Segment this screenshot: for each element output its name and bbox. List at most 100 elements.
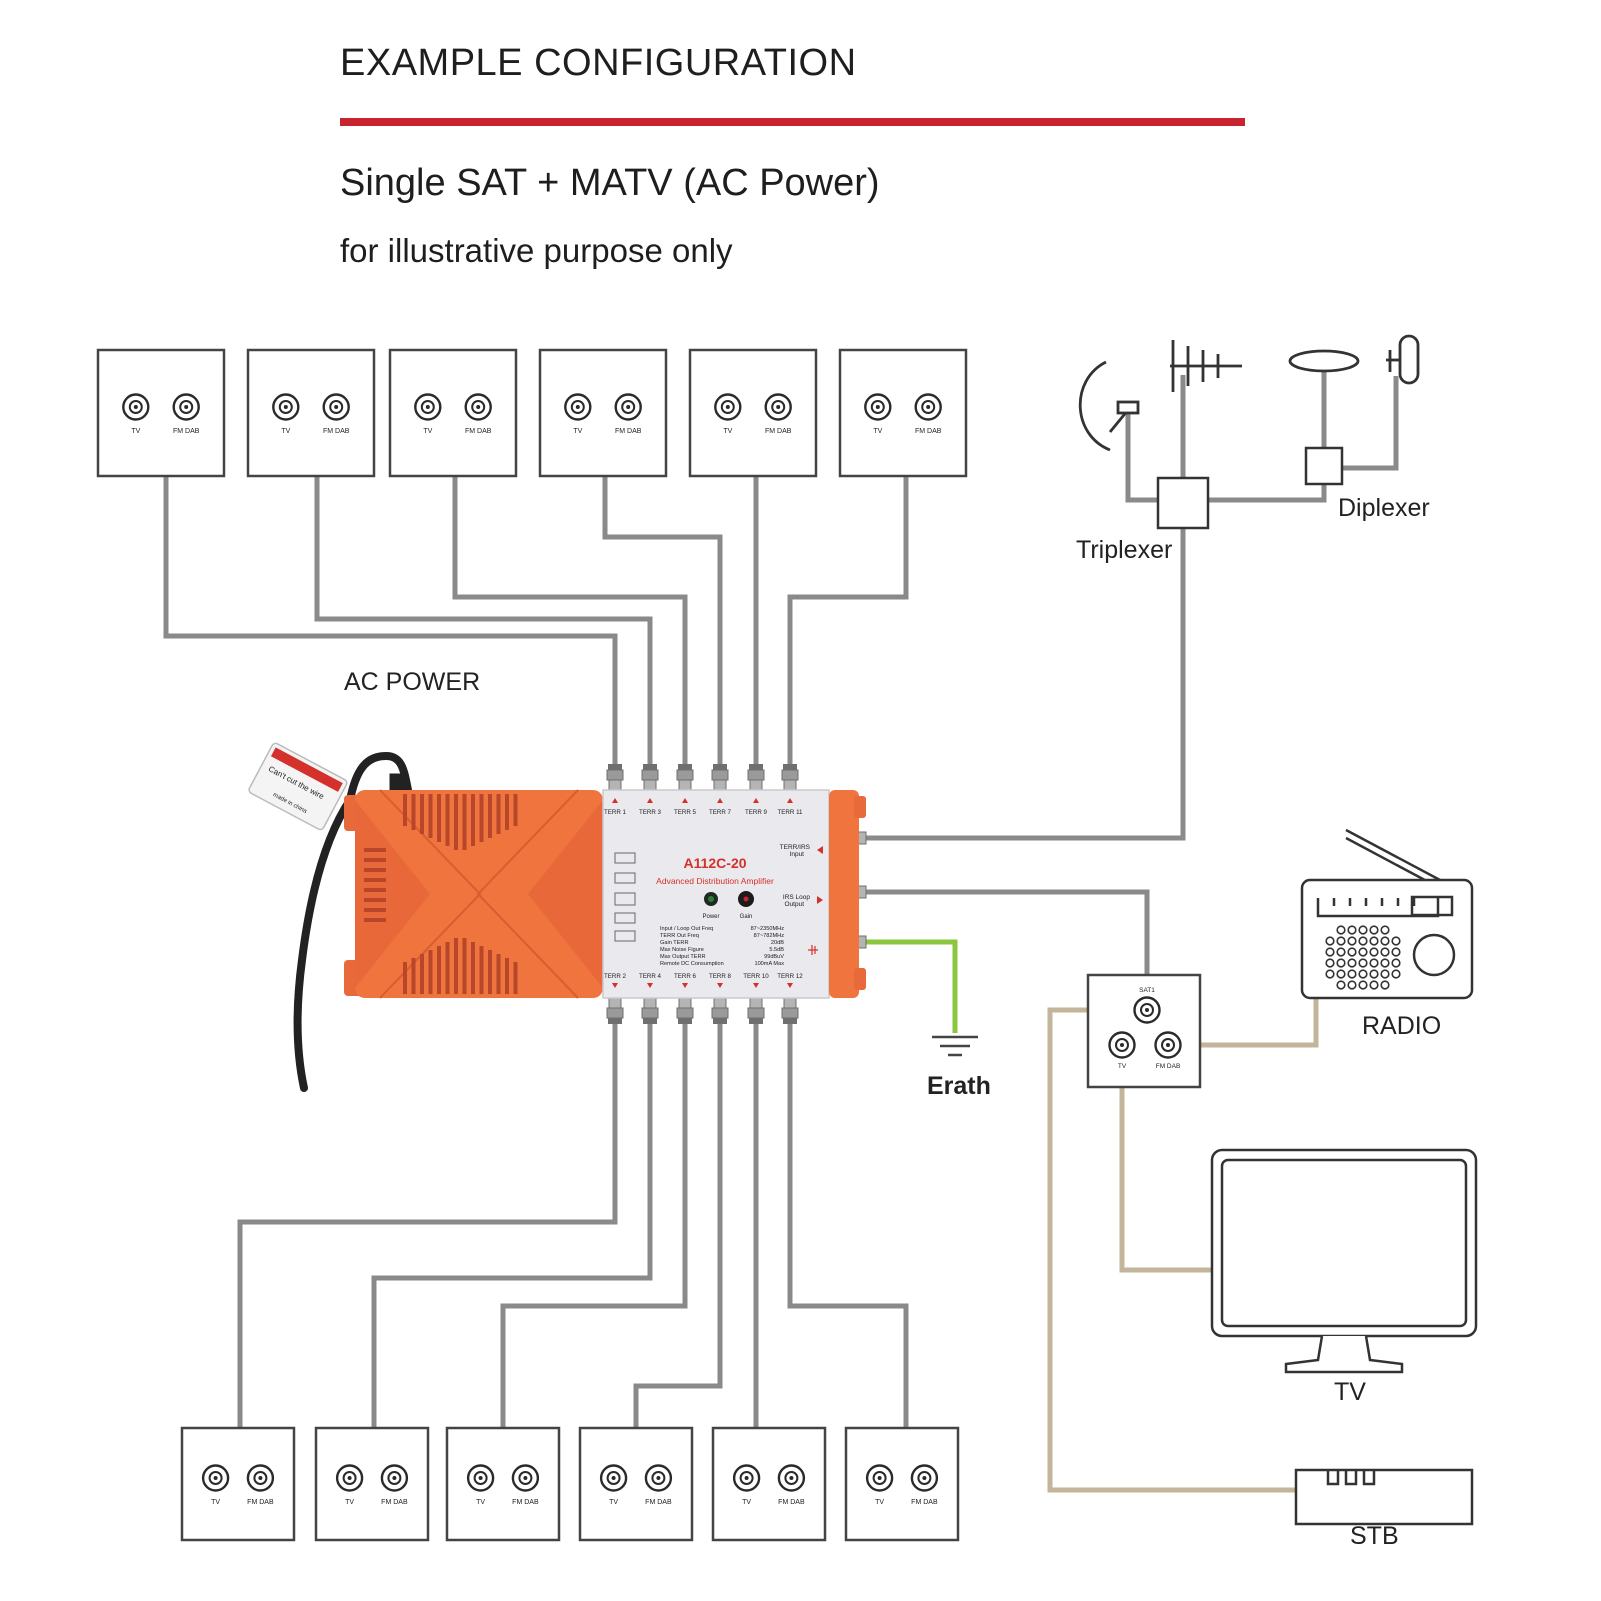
f-connector[interactable] xyxy=(606,997,624,1024)
down-arrow-icon xyxy=(717,983,723,988)
illustrative-note: for illustrative purpose only xyxy=(340,232,733,269)
vent-slot xyxy=(364,898,386,902)
f-connector[interactable] xyxy=(676,997,694,1024)
f-connector[interactable] xyxy=(781,764,799,791)
f-connector[interactable] xyxy=(711,764,729,791)
tv-socket-label: TV xyxy=(1118,1063,1127,1070)
speaker-hole xyxy=(1391,936,1401,946)
fm-dab-socket-label: FM DAB xyxy=(465,428,492,435)
f-connector[interactable] xyxy=(711,997,729,1024)
vent-slot xyxy=(462,794,467,850)
fm-dab-socket-icon[interactable] xyxy=(764,393,792,421)
vent-slot xyxy=(513,794,518,826)
loop-label-line2: Output xyxy=(784,901,804,908)
earth-label: Erath xyxy=(927,1072,991,1100)
user-cables xyxy=(1047,997,1319,1493)
fm-dab-socket-icon[interactable] xyxy=(1154,1031,1182,1059)
tv-socket-icon[interactable] xyxy=(201,1464,230,1492)
gain-label: Gain xyxy=(740,914,753,920)
bottom-port-label: TERR 2 xyxy=(604,973,627,980)
tv-socket-label: TV xyxy=(609,1499,618,1506)
vent-slot xyxy=(479,946,484,994)
up-arrow-icon xyxy=(717,798,723,803)
tv-socket-icon[interactable] xyxy=(864,393,892,421)
tv-socket-icon[interactable] xyxy=(599,1464,628,1492)
up-arrow-icon xyxy=(753,798,759,803)
fm-dab-socket-icon[interactable] xyxy=(246,1464,275,1492)
fm-dab-socket-icon[interactable] xyxy=(172,393,200,421)
cable-dab-to-diplexer xyxy=(1342,376,1399,471)
bottom-port-label: TERR 8 xyxy=(709,973,732,980)
f-connector[interactable] xyxy=(747,997,765,1024)
sat-socket-icon[interactable] xyxy=(1133,996,1161,1024)
f-connector[interactable] xyxy=(781,997,799,1024)
tv-socket-icon[interactable] xyxy=(732,1464,761,1492)
fm-dab-socket-icon[interactable] xyxy=(511,1464,540,1492)
tv-socket-icon[interactable] xyxy=(865,1464,894,1492)
cable-terr2 xyxy=(237,1015,618,1428)
up-arrow-icon xyxy=(682,798,688,803)
vent-slot xyxy=(364,848,386,852)
vent-slot xyxy=(437,946,441,994)
f-connector[interactable] xyxy=(641,764,659,791)
speaker-hole xyxy=(1325,969,1335,979)
amplifier-description: Advanced Distribution Amplifier xyxy=(656,876,774,886)
tv-socket-label: TV xyxy=(723,428,732,435)
ac-power-label: AC POWER xyxy=(344,668,480,696)
tv-socket-icon[interactable] xyxy=(335,1464,364,1492)
cable-terr11 xyxy=(787,471,909,765)
tv-socket-icon[interactable] xyxy=(122,393,150,421)
yagi-antenna-icon xyxy=(1170,340,1242,392)
top-cables xyxy=(163,471,909,765)
speaker-hole xyxy=(1358,969,1368,979)
up-arrow-icon xyxy=(647,798,653,803)
vent-slot xyxy=(403,794,407,826)
fm-dab-socket-icon[interactable] xyxy=(322,393,350,421)
title-underline xyxy=(340,118,1245,126)
vent-slot xyxy=(364,878,386,882)
cable-plate-to-stb xyxy=(1047,1007,1296,1493)
tv-socket-icon[interactable] xyxy=(564,393,592,421)
f-connector[interactable] xyxy=(641,997,659,1024)
fm-dab-socket-icon[interactable] xyxy=(644,1464,673,1492)
fm-dab-socket-label: FM DAB xyxy=(173,428,200,435)
vent-slot xyxy=(420,794,424,834)
tv-socket-icon[interactable] xyxy=(714,393,742,421)
fm-dab-socket-icon[interactable] xyxy=(910,1464,939,1492)
cable-plate-to-radio xyxy=(1182,997,1319,1048)
fm-dab-socket-icon[interactable] xyxy=(464,393,492,421)
vent-slot xyxy=(496,794,501,834)
page-subtitle: Single SAT + MATV (AC Power) xyxy=(340,162,880,204)
power-label: Power xyxy=(702,914,719,920)
vent-slot xyxy=(420,954,424,994)
tv-socket-label: TV xyxy=(131,428,140,435)
fm-dab-socket-icon[interactable] xyxy=(614,393,642,421)
spec-value: 20dB xyxy=(771,940,784,946)
fm-loop-antenna-icon xyxy=(1288,349,1360,373)
speaker-hole xyxy=(1380,947,1390,957)
f-connector[interactable] xyxy=(747,764,765,791)
fm-dab-socket-icon[interactable] xyxy=(914,393,942,421)
tv-socket-icon[interactable] xyxy=(466,1464,495,1492)
fm-dab-socket-icon[interactable] xyxy=(380,1464,409,1492)
speaker-hole xyxy=(1391,958,1401,968)
tv-socket-icon[interactable] xyxy=(272,393,300,421)
f-connector[interactable] xyxy=(676,764,694,791)
top-port-label: TERR 11 xyxy=(778,809,804,816)
down-arrow-icon xyxy=(682,983,688,988)
fm-dab-socket-icon[interactable] xyxy=(777,1464,806,1492)
tv-socket-icon[interactable] xyxy=(1108,1031,1136,1059)
speaker-hole xyxy=(1369,947,1379,957)
amplifier-top-ports xyxy=(606,764,799,791)
cable-plate-to-tv xyxy=(1119,1060,1212,1273)
cable-terr7 xyxy=(602,471,723,765)
tv-label: TV xyxy=(1334,1378,1366,1406)
certification-marks xyxy=(614,852,636,942)
tv-socket-icon[interactable] xyxy=(414,393,442,421)
amplifier-model: A112C-20 xyxy=(683,855,746,871)
f-connector[interactable] xyxy=(606,764,624,791)
stb-label: STB xyxy=(1350,1522,1399,1550)
